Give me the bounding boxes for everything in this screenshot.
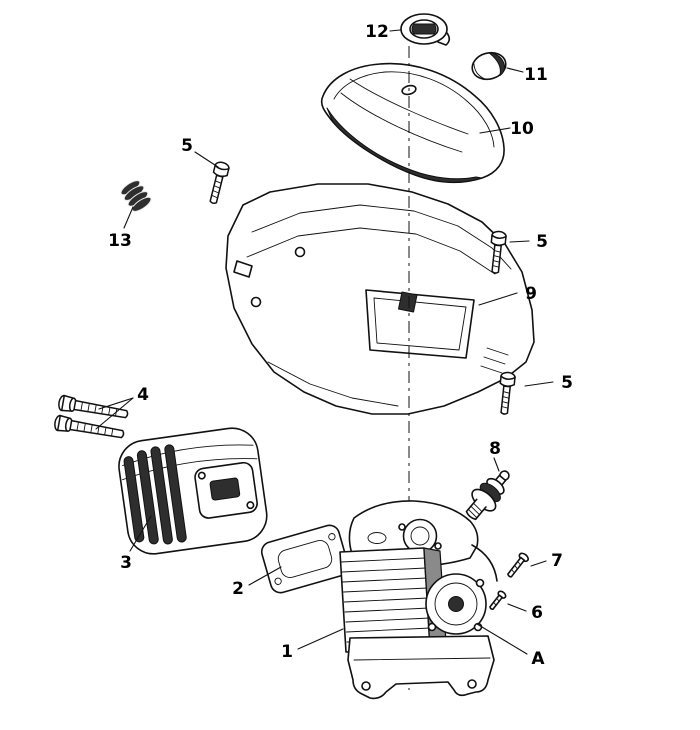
fuel-cap-handle [411, 23, 437, 35]
mounting-base [347, 635, 495, 700]
callout-12: 12 [365, 22, 389, 42]
base-mount-hole [467, 679, 477, 689]
callout-11: 11 [524, 65, 548, 85]
leader-line-5-middle [509, 240, 530, 243]
callout-5-bottom: 5 [561, 373, 573, 393]
callout-3: 3 [120, 553, 132, 573]
muffler-rib [136, 450, 159, 545]
part-4-screws [53, 394, 130, 443]
callout-10: 10 [510, 119, 534, 139]
callout-7: 7 [551, 551, 563, 571]
callout-9: 9 [525, 284, 537, 304]
crankcase-bolt [427, 622, 437, 632]
callout-2: 2 [232, 579, 244, 599]
leader-line-12 [389, 29, 401, 32]
callout-A: A [531, 649, 545, 669]
leader-line-1 [297, 628, 344, 650]
callout-1: 1 [281, 642, 293, 662]
callout-4: 4 [137, 385, 149, 405]
part-10-top-cover [320, 62, 505, 184]
housing-vent-grill [480, 347, 509, 374]
leader-line-11 [506, 67, 524, 73]
muffler-bolt-hole [246, 501, 255, 510]
leader-line-13 [123, 206, 134, 229]
leader-line-4a [98, 397, 134, 410]
part-8-spark-plug [465, 470, 510, 521]
part-12-fuel-cap [400, 13, 451, 46]
part-3-muffler [118, 427, 268, 555]
housing-screw-boss [294, 246, 306, 258]
housing-latch-block [398, 291, 418, 313]
intake-flange-bolt-hole [434, 542, 442, 550]
fuel-cap-strap [437, 32, 451, 46]
callout-5-top: 5 [181, 136, 193, 156]
part-1-cylinder-assembly [339, 500, 498, 700]
part-9-engine-cover [225, 183, 535, 415]
leader-line-5-top [194, 151, 219, 168]
crankshaft-hub [448, 596, 464, 612]
leader-line-7 [530, 560, 547, 567]
muffler-rib [123, 456, 145, 543]
leader-line-8 [493, 457, 500, 472]
gasket-port-hole [277, 540, 333, 578]
gasket-bolt-hole [274, 577, 282, 585]
intake-flange-bolt-hole [398, 523, 406, 531]
muffler-bolt-hole [197, 471, 206, 480]
callout-8: 8 [489, 439, 501, 459]
muffler-exhaust-port [209, 477, 241, 501]
part-2-gasket [260, 524, 350, 594]
part-4-screw-lower [53, 414, 126, 443]
crankcase-bolt [475, 578, 485, 588]
leader-line-6 [507, 603, 527, 612]
leader-line-2 [248, 566, 282, 586]
muffler-rib [164, 444, 187, 543]
leader-line-A [476, 623, 528, 655]
callout-labels: 12 11 10 5 13 5 9 5 4 8 3 7 2 6 1 A [108, 22, 573, 669]
spark-plug-thread [465, 498, 487, 521]
leader-line-4b [95, 397, 134, 430]
part-11-cap [471, 51, 507, 81]
leader-line-9 [478, 292, 518, 306]
leader-line-5-bottom [524, 381, 554, 387]
base-mount-hole [361, 681, 371, 691]
housing-screw-boss [250, 296, 262, 308]
housing-side-tab [233, 260, 253, 278]
callout-13: 13 [108, 231, 132, 251]
part-13-spring [120, 180, 152, 212]
gasket-bolt-hole [328, 533, 336, 541]
cover-shaded-edge [326, 107, 483, 183]
housing-carb-opening [365, 289, 475, 359]
muffler-rib [150, 446, 173, 545]
part-7-screw [507, 552, 529, 578]
callout-6: 6 [531, 603, 543, 623]
leader-line-3 [129, 515, 152, 552]
leader-line-10 [479, 127, 511, 134]
leader-lines [95, 29, 554, 655]
callout-5-middle: 5 [536, 232, 548, 252]
part-6-screw [489, 590, 507, 611]
